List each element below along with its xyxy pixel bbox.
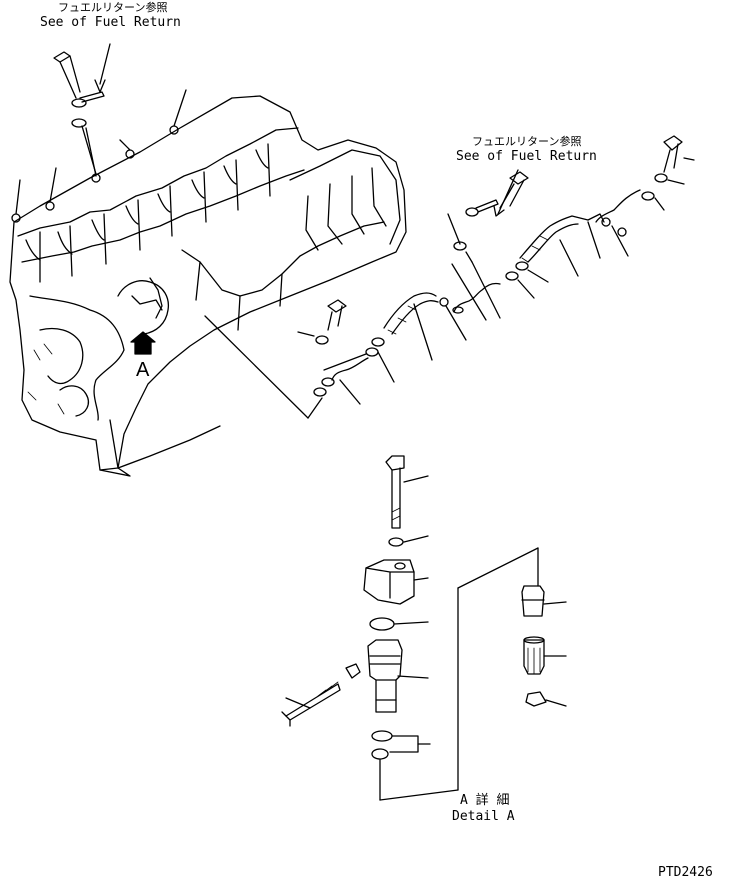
view-marker-label: A — [136, 359, 150, 381]
injection-pipes — [297, 135, 695, 405]
view-arrow-a — [130, 277, 163, 355]
detail-a-label-en: Detail A — [452, 809, 515, 824]
detail-a-parts — [281, 455, 567, 801]
leader-line — [204, 315, 309, 419]
engine-block — [9, 95, 407, 477]
fuel-return-note-1-jp: フュエルリターン参照 — [58, 1, 168, 14]
fuel-return-note-2-en: See of Fuel Return — [456, 149, 597, 164]
drawing-number: PTD2426 — [658, 865, 713, 880]
top-left-parts — [53, 43, 111, 177]
head-bolts — [11, 89, 187, 223]
fuel-return-note-2-jp: フュエルリターン参照 — [472, 135, 582, 148]
detail-a-label-jp: A 詳 細 — [460, 793, 510, 808]
fuel-return-note-1-en: See of Fuel Return — [40, 15, 181, 30]
